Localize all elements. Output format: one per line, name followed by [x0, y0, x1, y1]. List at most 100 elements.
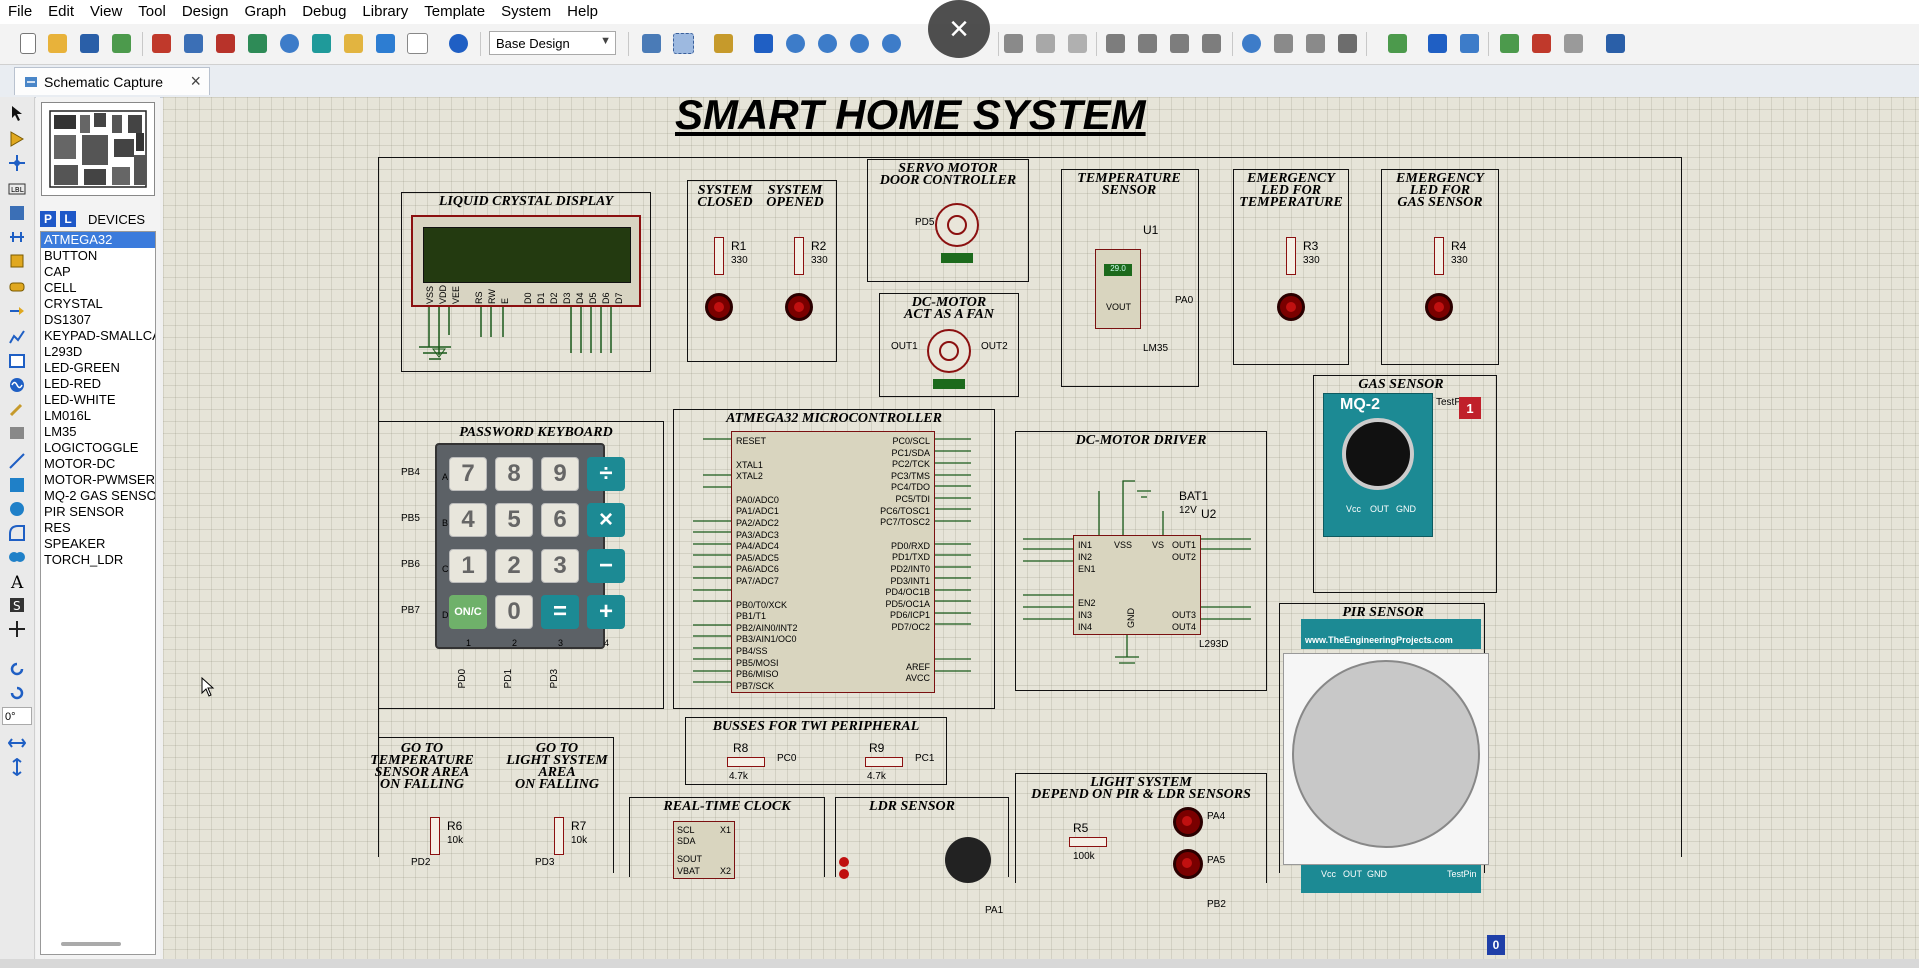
remove-sheet-button[interactable] [1528, 30, 1555, 57]
text-script-mode-button[interactable] [5, 201, 29, 225]
device-pins-mode-button[interactable] [5, 299, 29, 323]
vsm-button[interactable] [372, 30, 399, 57]
ldr-sensor[interactable] [945, 837, 991, 883]
mirror-y-button[interactable] [5, 755, 29, 779]
terminals-mode-button[interactable] [5, 275, 29, 299]
key-8[interactable]: 8 [495, 457, 533, 491]
device-item[interactable]: KEYPAD-SMALLCA [44, 328, 155, 343]
home-button[interactable] [148, 30, 175, 57]
key-4[interactable]: 4 [449, 503, 487, 537]
schematic-button[interactable] [180, 30, 207, 57]
probe-mode-button[interactable] [5, 397, 29, 421]
pick-device-button[interactable] [1238, 30, 1265, 57]
block-copy-button[interactable] [1102, 30, 1129, 57]
ldr-block[interactable] [835, 797, 1009, 877]
component-mode-button[interactable] [5, 127, 29, 151]
design-variant-select[interactable]: Base Design ▼ [489, 31, 616, 55]
resistor-r2[interactable] [794, 237, 804, 275]
gerber-button[interactable] [276, 30, 303, 57]
servo-block[interactable] [867, 159, 1029, 282]
system-status-block[interactable] [687, 180, 837, 362]
led-emergency-temp[interactable] [1277, 293, 1305, 321]
pick-devices-button[interactable]: P [40, 211, 56, 227]
instrument-mode-button[interactable] [5, 421, 29, 445]
close-overlay-button[interactable]: × [928, 0, 990, 58]
device-item[interactable]: BUTTON [44, 248, 98, 263]
device-item[interactable]: L293D [44, 344, 83, 359]
gas-sensor-block[interactable] [1313, 375, 1497, 593]
device-item[interactable]: RES [44, 520, 71, 535]
device-item[interactable]: TORCH_LDR [44, 552, 124, 567]
keyboard-block[interactable] [378, 421, 664, 709]
rtc-block[interactable] [629, 797, 825, 877]
pir-logic-toggle[interactable]: 0 [1487, 935, 1505, 955]
menu-debug[interactable]: Debug [302, 3, 347, 20]
block-move-button[interactable] [1134, 30, 1161, 57]
search-tag-button[interactable] [1424, 30, 1451, 57]
ds1307-chip[interactable]: SCL SDA SOUT VBAT X1 X2 [673, 821, 735, 879]
path-mode-button[interactable] [5, 545, 29, 569]
device-item[interactable]: LM35 [44, 424, 77, 439]
subcircuit-mode-button[interactable] [5, 249, 29, 273]
zoom-out-button[interactable] [814, 30, 841, 57]
3d-view-button[interactable] [244, 30, 271, 57]
help-button[interactable] [445, 30, 472, 57]
line-mode-button[interactable] [5, 449, 29, 473]
packaging-button[interactable] [1302, 30, 1329, 57]
new-file-button[interactable] [14, 30, 41, 57]
rotation-angle-field[interactable]: 0° [2, 707, 32, 725]
device-item[interactable]: SPEAKER [44, 536, 106, 551]
device-list-scrollbar[interactable] [61, 942, 121, 946]
key-7[interactable]: 7 [449, 457, 487, 491]
arc-mode-button[interactable] [5, 521, 29, 545]
led-system-opened[interactable] [785, 293, 813, 321]
lm35-sensor[interactable]: 29.0 VOUT [1095, 249, 1141, 329]
design-explorer-button[interactable] [308, 30, 335, 57]
device-item[interactable]: MOTOR-DC [44, 456, 116, 471]
block-delete-button[interactable] [1198, 30, 1225, 57]
notes-button[interactable] [404, 30, 431, 57]
device-item[interactable]: LOGICTOGGLE [44, 440, 139, 455]
key-divide[interactable]: ÷ [587, 457, 625, 491]
zoom-all-button[interactable] [846, 30, 873, 57]
grid-button[interactable] [670, 30, 697, 57]
gas-logic-toggle[interactable]: 1 [1459, 397, 1481, 419]
copy-button[interactable] [1032, 30, 1059, 57]
rotate-cw-button[interactable] [5, 657, 29, 681]
import-button[interactable] [108, 30, 135, 57]
key-6[interactable]: 6 [541, 503, 579, 537]
led-system-closed[interactable] [705, 293, 733, 321]
resistor-r5[interactable] [1069, 837, 1107, 847]
save-button[interactable] [76, 30, 103, 57]
bom-button[interactable] [340, 30, 367, 57]
property-tool-button[interactable] [1456, 30, 1483, 57]
symbol-mode-button[interactable]: S [5, 593, 29, 617]
menu-help[interactable]: Help [567, 3, 599, 20]
tab-schematic-capture[interactable]: Schematic Capture × [14, 67, 210, 95]
open-button[interactable] [44, 30, 71, 57]
lcd-block[interactable] [401, 192, 651, 372]
key-minus[interactable]: − [587, 549, 625, 583]
atmega32-chip[interactable]: RESET XTAL1 XTAL2 PA0/ADC0 PA1/ADC1 PA2/… [731, 431, 935, 693]
menu-file[interactable]: File [8, 3, 33, 20]
resistor-r7[interactable] [554, 817, 564, 855]
resistor-r6[interactable] [430, 817, 440, 855]
device-item[interactable]: CELL [44, 280, 77, 295]
new-sheet-button[interactable] [1496, 30, 1523, 57]
device-item[interactable]: MQ-2 GAS SENSO [44, 488, 155, 503]
key-on-clear[interactable]: ON/C [449, 595, 487, 629]
driver-block[interactable] [1015, 431, 1267, 691]
resistor-r1[interactable] [714, 237, 724, 275]
pir-sensor-body[interactable] [1283, 653, 1489, 865]
block-rotate-button[interactable] [1166, 30, 1193, 57]
selection-mode-button[interactable] [5, 101, 29, 125]
mirror-x-button[interactable] [5, 731, 29, 755]
servo-motor[interactable] [935, 203, 979, 247]
menu-template[interactable]: Template [424, 3, 486, 20]
mq2-module[interactable]: MQ-2 Vcc OUT GND [1323, 393, 1433, 537]
circle-mode-button[interactable] [5, 497, 29, 521]
menu-library[interactable]: Library [362, 3, 409, 20]
resistor-r9[interactable] [865, 757, 903, 767]
menu-system[interactable]: System [501, 3, 552, 20]
resistor-r8[interactable] [727, 757, 765, 767]
